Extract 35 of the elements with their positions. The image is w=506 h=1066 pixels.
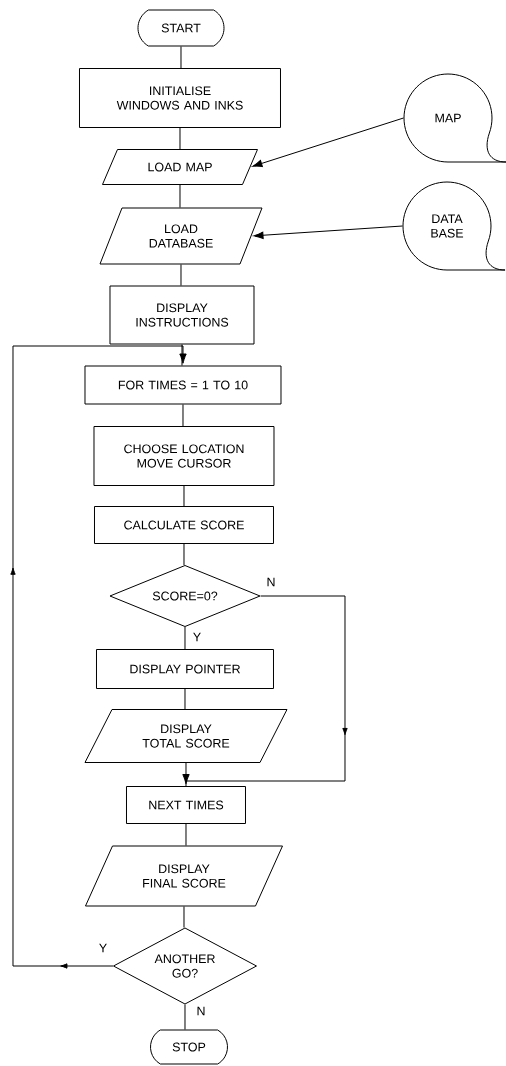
edge-label: Y: [97, 942, 109, 954]
flow-line: [185, 762, 187, 787]
arrow: [10, 345, 187, 969]
input-output-box: LOAD DATABASE: [99, 207, 263, 265]
process-box: CALCULATE SCORE: [94, 506, 274, 544]
flow-line: [185, 823, 187, 846]
input-output-box: LOAD MAP: [102, 149, 258, 185]
process-box: CHOOSE LOCATION MOVE CURSOR: [93, 426, 275, 486]
flow-line: [183, 485, 185, 507]
flow-line: [179, 184, 181, 208]
flow-line: [180, 264, 182, 286]
flow-line: [184, 626, 186, 650]
flow-line: [179, 127, 181, 150]
edge-label: N: [265, 576, 277, 588]
edge-label: Y: [191, 631, 203, 643]
input-output-box: DISPLAY FINAL SCORE: [85, 845, 283, 907]
flow-line: [183, 543, 185, 566]
process-box: DISPLAY POINTER: [96, 649, 274, 689]
edge-label: N: [195, 1005, 207, 1017]
process-box: FOR TIMES = 1 TO 10: [84, 365, 282, 405]
flow-line: [182, 404, 184, 427]
flow-line: [184, 688, 186, 710]
process-box: NEXT TIMES: [126, 786, 246, 824]
stored-data-shape: MAP: [403, 73, 506, 163]
stored-data-shape: DATA BASE: [402, 181, 506, 271]
input-output-box: DISPLAY TOTAL SCORE: [84, 709, 288, 763]
arrow: [253, 225, 403, 239]
process-box: INITIALISE WINDOWS AND INKS: [79, 68, 281, 128]
arrow: [182, 595, 348, 785]
flow-line: [180, 46, 182, 69]
process-box: DISPLAY INSTRUCTIONS: [109, 285, 255, 345]
flow-line: [184, 1004, 186, 1030]
flow-line: [181, 344, 183, 366]
arrow: [252, 117, 404, 168]
flow-line: [183, 906, 185, 928]
